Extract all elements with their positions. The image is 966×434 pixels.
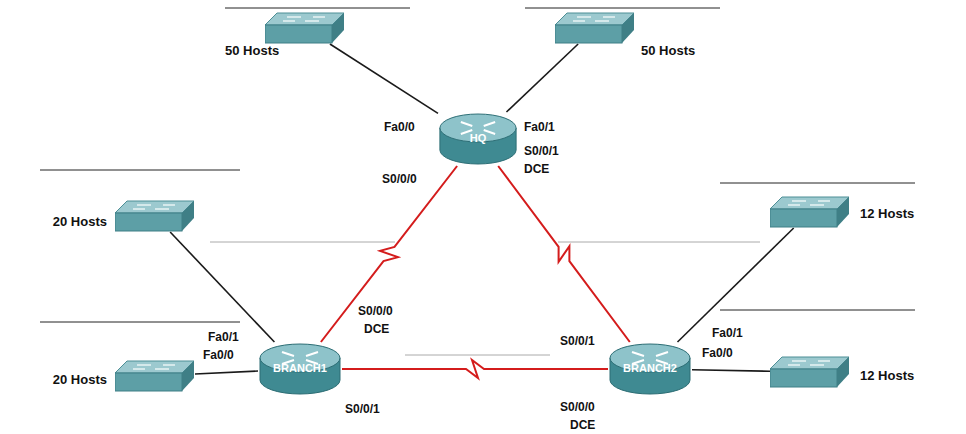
- host-count: 20 Hosts: [53, 372, 107, 387]
- interface-label: Fa0/0: [702, 346, 733, 360]
- interface-label: DCE: [524, 162, 549, 176]
- ethernet-link: [170, 232, 274, 342]
- address-line: [720, 310, 915, 311]
- interface-label: Fa0/1: [712, 326, 743, 340]
- address-line: [40, 322, 240, 323]
- serial-link: [342, 360, 608, 378]
- switch: 50 Hosts: [555, 12, 635, 44]
- serial-link: [321, 166, 457, 342]
- host-count: 50 Hosts: [641, 43, 695, 58]
- host-count: 20 Hosts: [53, 214, 107, 229]
- interface-label: S0/0/1: [560, 334, 595, 348]
- ethernet-link: [692, 370, 770, 371]
- interface-label: Fa0/0: [384, 120, 415, 134]
- switch: 50 Hosts: [265, 12, 345, 44]
- interface-label: Fa0/1: [208, 330, 239, 344]
- address-line: [405, 355, 550, 356]
- address-line: [40, 170, 240, 171]
- router-name: HQ: [438, 132, 518, 144]
- switch-icon: [770, 356, 850, 388]
- switch: 20 Hosts: [115, 200, 195, 232]
- interface-label: Fa0/1: [524, 120, 555, 134]
- interface-label: S0/0/0: [358, 304, 393, 318]
- ethernet-link: [506, 44, 578, 112]
- ethernet-link: [678, 228, 794, 342]
- interface-label: DCE: [570, 418, 595, 432]
- interface-label: S0/0/1: [524, 144, 559, 158]
- ethernet-link: [195, 371, 258, 374]
- interface-label: DCE: [364, 322, 389, 336]
- switch-icon: [555, 12, 635, 44]
- switch: 12 Hosts: [770, 356, 850, 388]
- switch-icon: [115, 200, 195, 232]
- switch: 12 Hosts: [770, 196, 850, 228]
- interface-label: S0/0/0: [382, 172, 417, 186]
- router-name: BRANCH1: [258, 362, 342, 374]
- serial-link: [498, 166, 630, 342]
- address-line: [558, 242, 760, 243]
- switch-icon: [770, 196, 850, 228]
- interface-label: Fa0/0: [203, 348, 234, 362]
- interface-label: S0/0/0: [560, 400, 595, 414]
- switch-icon: [115, 360, 195, 392]
- address-line: [225, 8, 410, 9]
- router: BRANCH2: [608, 342, 692, 396]
- address-line: [210, 242, 395, 243]
- switch: 20 Hosts: [115, 360, 195, 392]
- host-count: 12 Hosts: [860, 206, 914, 221]
- interface-label: S0/0/1: [345, 402, 380, 416]
- router: HQ: [438, 112, 518, 166]
- address-line: [525, 8, 720, 9]
- switch-icon: [265, 12, 345, 44]
- router: BRANCH1: [258, 342, 342, 396]
- router-name: BRANCH2: [608, 362, 692, 374]
- ethernet-link: [330, 44, 438, 113]
- host-count: 50 Hosts: [225, 43, 279, 58]
- host-count: 12 Hosts: [860, 368, 914, 383]
- address-line: [720, 183, 915, 184]
